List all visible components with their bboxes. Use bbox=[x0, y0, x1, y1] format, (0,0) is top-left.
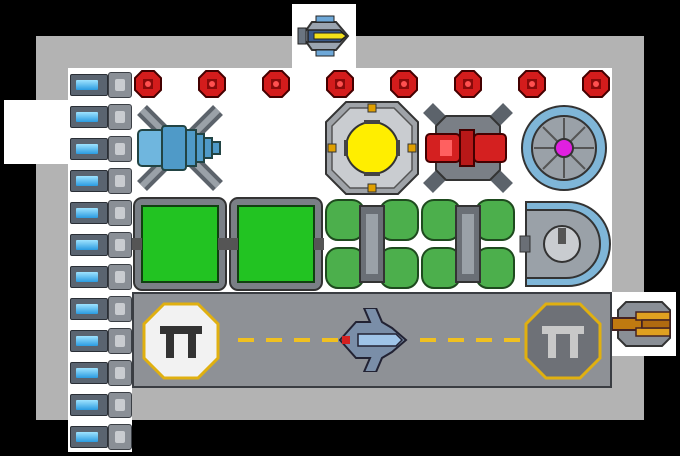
runway-dash bbox=[322, 338, 338, 342]
runway-dash bbox=[448, 338, 464, 342]
fighter-icon[interactable] bbox=[292, 4, 356, 68]
fuel-tank-icon[interactable] bbox=[420, 196, 516, 292]
shield-generator-icon[interactable] bbox=[516, 100, 612, 196]
runway-dash bbox=[266, 338, 282, 342]
battery-icon[interactable] bbox=[68, 260, 132, 292]
runway-dash bbox=[294, 338, 310, 342]
radar-dish-icon[interactable] bbox=[516, 196, 612, 292]
battery-icon[interactable] bbox=[68, 292, 132, 324]
runway-dash bbox=[420, 338, 436, 342]
battery-icon[interactable] bbox=[68, 196, 132, 228]
sensor-node-icon[interactable] bbox=[454, 70, 482, 98]
sensor-node-icon[interactable] bbox=[518, 70, 546, 98]
runway-dash bbox=[476, 338, 492, 342]
sensor-node-icon[interactable] bbox=[390, 70, 418, 98]
battery-icon[interactable] bbox=[68, 420, 132, 452]
sensor-node-icon[interactable] bbox=[326, 70, 354, 98]
fuel-tank-icon[interactable] bbox=[324, 196, 420, 292]
reactor-core-icon[interactable] bbox=[324, 100, 420, 196]
sensor-node-icon[interactable] bbox=[582, 70, 610, 98]
battery-icon[interactable] bbox=[68, 388, 132, 420]
fighter-icon[interactable] bbox=[336, 308, 408, 372]
sensor-node-icon[interactable] bbox=[134, 70, 162, 98]
green-pad-icon[interactable] bbox=[132, 196, 228, 292]
battery-icon[interactable] bbox=[68, 324, 132, 356]
railgun-icon[interactable] bbox=[612, 292, 676, 356]
battery-icon[interactable] bbox=[68, 132, 132, 164]
sensor-node-icon[interactable] bbox=[262, 70, 290, 98]
runway-dash bbox=[504, 338, 520, 342]
left-hull-port bbox=[4, 100, 68, 164]
battery-column bbox=[68, 68, 132, 452]
battery-icon[interactable] bbox=[68, 228, 132, 260]
green-pad-icon[interactable] bbox=[228, 196, 324, 292]
runway-dash bbox=[238, 338, 254, 342]
landing-pad-icon[interactable] bbox=[142, 302, 220, 380]
battery-icon[interactable] bbox=[68, 68, 132, 100]
battery-icon[interactable] bbox=[68, 164, 132, 196]
red-engine-icon[interactable] bbox=[420, 100, 516, 196]
battery-icon[interactable] bbox=[68, 100, 132, 132]
battery-icon[interactable] bbox=[68, 356, 132, 388]
sensor-node-icon[interactable] bbox=[198, 70, 226, 98]
landing-pad-icon[interactable] bbox=[524, 302, 602, 380]
thruster-icon[interactable] bbox=[132, 100, 228, 196]
